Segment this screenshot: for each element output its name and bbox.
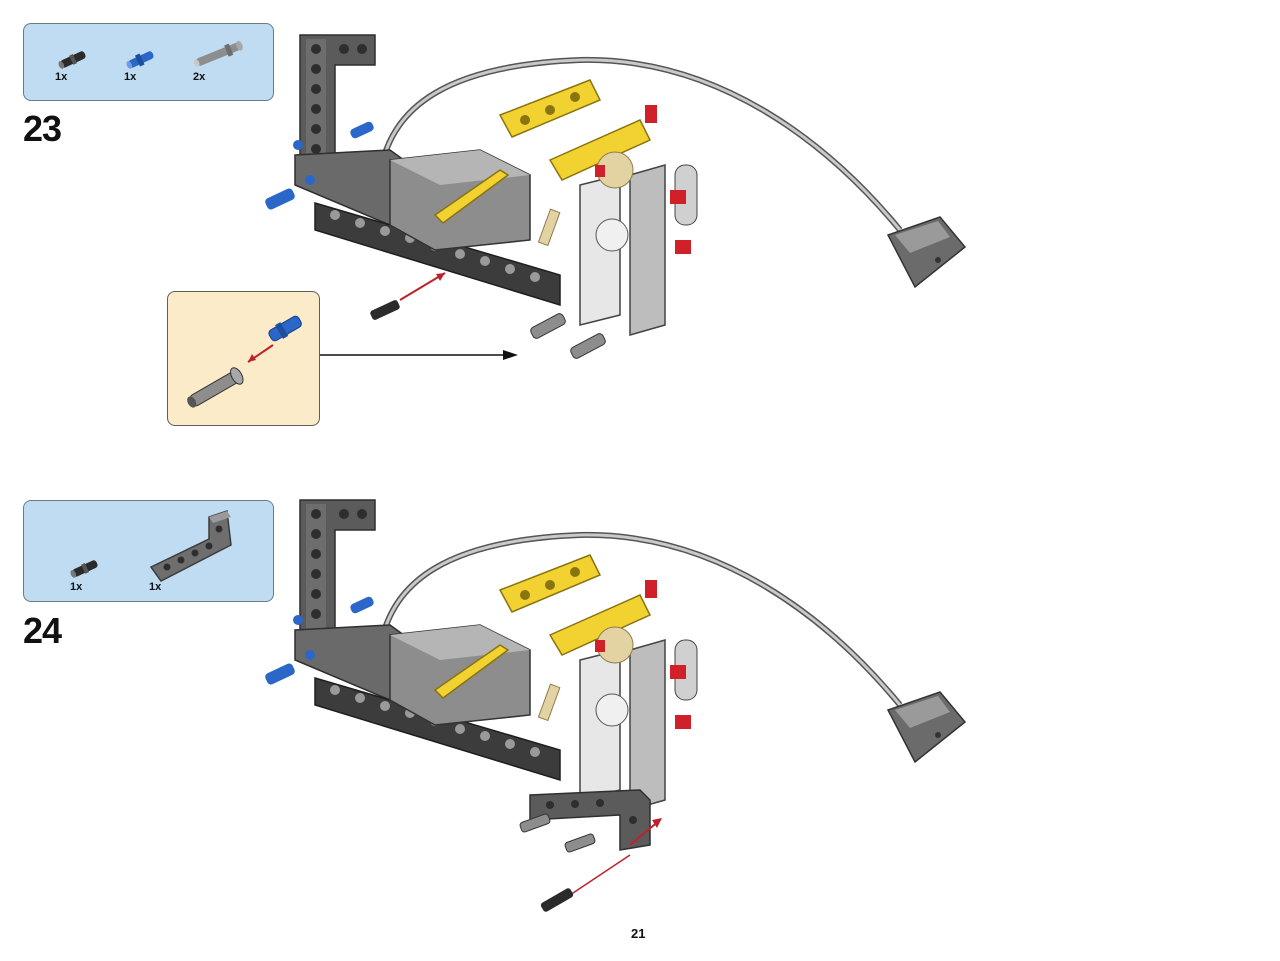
blue-pins <box>265 596 374 685</box>
sub-assembly-callout <box>167 291 320 426</box>
step-number: 24 <box>23 610 62 651</box>
blue-pins <box>265 121 374 210</box>
gray-long-pin-icon <box>193 40 243 67</box>
parts-list-step-23: 1x 1x 2x <box>23 23 274 101</box>
assembly-illustration-step-24 <box>265 499 967 912</box>
black-friction-pin-icon <box>58 51 86 69</box>
yellow-beams <box>433 79 652 224</box>
parts-list-step-24: 1x 1x <box>23 500 274 602</box>
black-friction-pin-icon <box>70 560 98 578</box>
vertical-l-beam <box>299 499 376 661</box>
page-number: 21 <box>631 926 646 941</box>
step-number: 23 <box>23 108 62 149</box>
gray-l-beam-icon <box>149 509 232 582</box>
part-qty: 1x <box>55 71 68 83</box>
new-l-beam <box>519 789 651 853</box>
red-pins <box>595 105 691 254</box>
callout-pointer-arrow <box>320 350 518 360</box>
cable-connector-icon <box>886 691 967 764</box>
assembly-illustration-step-23 <box>265 34 967 359</box>
part-qty: 2x <box>193 71 206 83</box>
blue-axle-pin-icon <box>126 51 154 69</box>
cable-connector-icon <box>886 216 967 289</box>
part-qty: 1x <box>124 71 137 83</box>
red-pins <box>595 580 691 729</box>
yellow-beams <box>433 554 652 699</box>
part-qty: 1x <box>149 581 162 593</box>
part-qty: 1x <box>70 581 83 593</box>
sub-assembly-illustration <box>187 315 302 408</box>
